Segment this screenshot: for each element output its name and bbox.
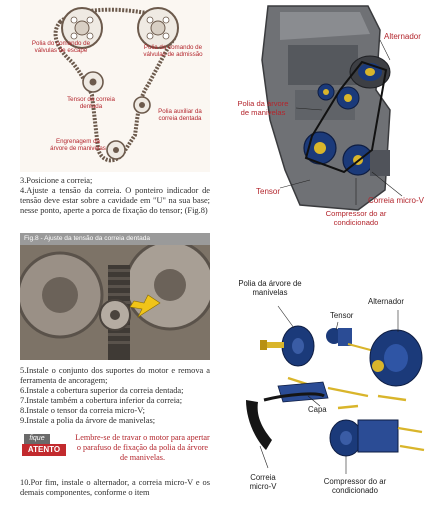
label-alternator-photo: Alternador <box>384 32 421 41</box>
exploded-alternator <box>369 329 423 387</box>
label-tensor-photo: Tensor <box>256 187 281 196</box>
step-9: 9.Instale a polia da árvore de manivelas… <box>20 416 156 425</box>
fig8-photo <box>20 245 210 360</box>
crank-gear <box>106 140 126 160</box>
idler-pulley <box>133 96 151 114</box>
timing-belt-drawing <box>53 7 179 163</box>
exploded-crank-bolt <box>260 340 284 350</box>
attento-note: Lembre-se de travar o motor para apertar… <box>75 433 210 462</box>
attento-badge-top: fique <box>24 434 50 444</box>
label-intake-pulley: Polia do comando de válvulas de admissão <box>143 44 203 59</box>
fig8-caption: Fig.8 - Ajuste da tensão da correia dent… <box>20 233 210 245</box>
exploded-compressor <box>329 419 399 457</box>
micro-v-belt <box>304 60 388 174</box>
label-compressor-photo: Compressor do ar condicionado <box>325 209 387 227</box>
belt-tensioner <box>82 71 104 93</box>
exploded-tensor <box>326 328 352 346</box>
engine-photo: Alternador Polia da árvore de manivelas … <box>237 0 442 240</box>
fig8-arrow <box>129 294 161 318</box>
label-tensor-exploded: Tensor <box>330 311 354 320</box>
step-8: 8.Instale o tensor da correia micro-V; <box>20 406 145 415</box>
crank-pulley-part <box>303 131 337 165</box>
label-belt-exploded: Correia micro-V <box>249 473 277 491</box>
exploded-view: Polia da árvore de manivelas Tensor Alte… <box>228 278 442 500</box>
step-6: 6.Instale a cobertura superior da correi… <box>20 386 184 395</box>
step-5: 5.Instale o conjunto dos suportes do mot… <box>20 366 210 386</box>
label-idler: Polia auxiliar da correia dentada <box>158 108 202 123</box>
step-4: 4.Ajuste a tensão da correia. O ponteiro… <box>20 186 210 216</box>
exploded-crank-pulley <box>281 325 315 367</box>
label-tensioner: Tensor da correia dentada <box>67 96 115 111</box>
step-7: 7.Instale também a cobertura inferior da… <box>20 396 183 405</box>
label-exhaust-pulley: Polia do comando de válvulas de escape <box>31 40 91 55</box>
exploded-cover <box>277 381 329 403</box>
attento-badge-bottom: ATENTO <box>22 444 66 456</box>
label-crank-pulley-exploded: Polia da árvore de manivelas <box>238 279 302 297</box>
timing-belt <box>53 7 178 163</box>
label-crank-gear: Engrenagem da árvore de manivelas <box>50 138 106 153</box>
timing-belt-diagram: Polia do comando de válvulas de escape P… <box>20 0 210 172</box>
label-cover-exploded: Capa <box>308 405 327 414</box>
exploded-belt <box>246 400 272 450</box>
attento-badge: fique ATENTO <box>20 433 70 459</box>
label-alternator-exploded: Alternador <box>368 297 404 306</box>
label-belt-photo: Correia micro-V <box>368 196 425 205</box>
fig8-drawing <box>20 245 210 360</box>
step-10: 10.Por fim, instale o alternador, a corr… <box>20 478 210 498</box>
exhaust-cam-pulley <box>61 7 103 49</box>
step-3: 3.Posicione a correia; <box>20 176 93 185</box>
exploded-drawing <box>246 305 425 474</box>
label-compressor-exploded: Compressor do ar condicionado <box>323 477 387 495</box>
label-crank-pulley-photo: Polia da árvore de manivelas <box>237 99 289 117</box>
engine-drawing <box>261 5 403 211</box>
intake-cam-pulley <box>137 7 179 49</box>
